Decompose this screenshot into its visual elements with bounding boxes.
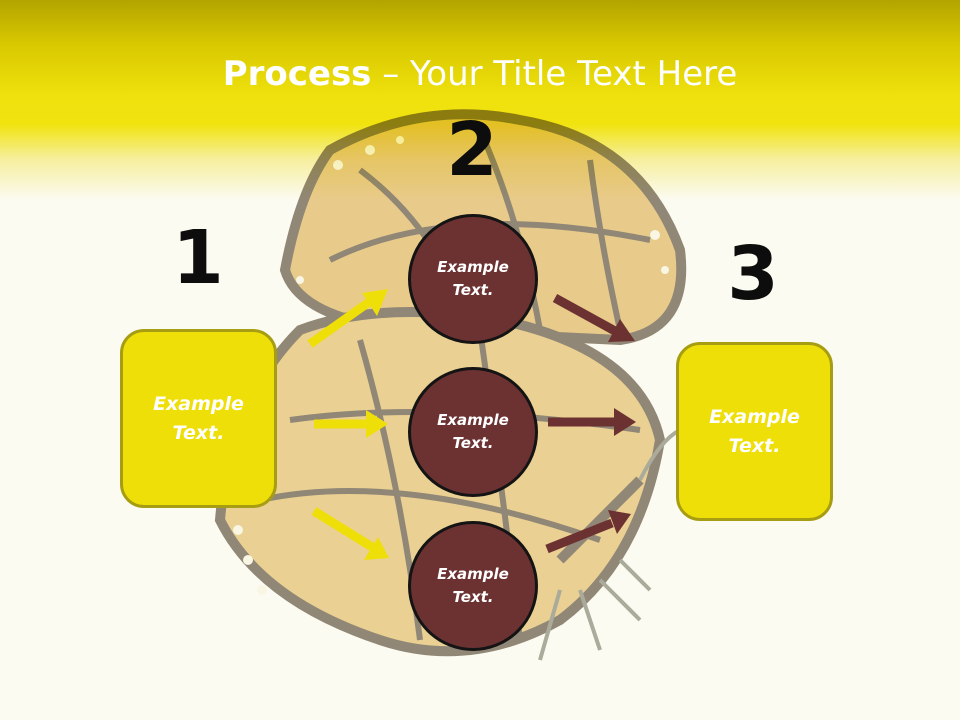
arrow-left-to-circle-3 (311, 507, 375, 551)
step-number-2: 2 (446, 107, 498, 193)
circle-2-label: Example Text. (437, 411, 509, 452)
circle-1[interactable]: Example Text. (408, 214, 538, 344)
title-rest: – Your Title Text Here (371, 54, 738, 94)
right-text-box[interactable]: Example Text. (676, 342, 833, 521)
right-text-box-label: Example Text. (709, 405, 800, 457)
arrow-circle-3-to-right (545, 518, 614, 554)
circle-3[interactable]: Example Text. (408, 521, 538, 651)
step-number-3: 3 (727, 231, 779, 317)
left-text-box[interactable]: Example Text. (120, 329, 277, 508)
circle-2[interactable]: Example Text. (408, 367, 538, 497)
arrow-circle-1-to-right (552, 294, 618, 335)
left-text-box-label: Example Text. (153, 392, 244, 444)
step-number-1: 1 (172, 215, 224, 301)
title-bold: Process (222, 54, 372, 94)
circle-3-label: Example Text. (437, 565, 509, 606)
arrow-left-to-circle-1 (307, 296, 375, 348)
circle-1-label: Example Text. (437, 258, 509, 299)
slide-title: Process – Your Title Text Here (0, 52, 960, 96)
